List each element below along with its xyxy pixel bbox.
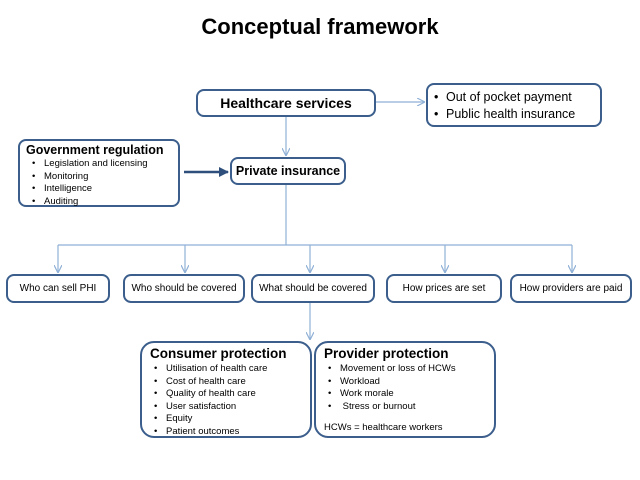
consumer-item: Utilisation of health care	[152, 363, 302, 376]
provider-item: Workload	[326, 376, 486, 389]
government-regulation-list: Legislation and licensing Monitoring Int…	[26, 158, 172, 208]
question-box-prices: How prices are set	[386, 274, 502, 303]
government-regulation-title: Government regulation	[26, 143, 164, 157]
consumer-protection-list: Utilisation of health care Cost of healt…	[150, 363, 302, 439]
question-box-what-covered: What should be covered	[251, 274, 375, 303]
page-title: Conceptual framework	[201, 14, 439, 39]
question-label: Who can sell PHI	[19, 283, 97, 294]
payment-box: Out of pocket payment Public health insu…	[426, 83, 602, 127]
payment-list: Out of pocket payment Public health insu…	[432, 89, 594, 123]
question-label: How prices are set	[402, 283, 486, 294]
provider-item: Stress or burnout	[326, 401, 486, 414]
consumer-item: User satisfaction	[152, 401, 302, 414]
provider-note: HCWs = healthcare workers	[324, 422, 443, 434]
consumer-item: Equity	[152, 413, 302, 426]
consumer-item: Patient outcomes	[152, 426, 302, 439]
private-insurance-box: Private insurance	[230, 157, 346, 185]
government-item: Monitoring	[30, 171, 172, 184]
question-box-providers-paid: How providers are paid	[510, 274, 632, 303]
question-label: Who should be covered	[131, 283, 237, 294]
provider-protection-box: Provider protection Movement or loss of …	[314, 341, 496, 438]
provider-protection-title: Provider protection	[324, 346, 449, 361]
question-box-who-covered: Who should be covered	[123, 274, 245, 303]
payment-item: Public health insurance	[432, 106, 594, 123]
question-label: How providers are paid	[519, 283, 623, 294]
provider-protection-list: Movement or loss of HCWs Workload Work m…	[324, 363, 486, 413]
government-item: Legislation and licensing	[30, 158, 172, 171]
government-item: Intelligence	[30, 183, 172, 196]
provider-item: Movement or loss of HCWs	[326, 363, 486, 376]
payment-item: Out of pocket payment	[432, 89, 594, 106]
question-label: What should be covered	[259, 283, 367, 294]
government-regulation-box: Government regulation Legislation and li…	[18, 139, 180, 208]
government-item: Auditing	[30, 196, 172, 209]
question-box-who-can-sell: Who can sell PHI	[6, 274, 110, 303]
consumer-item: Quality of health care	[152, 388, 302, 401]
healthcare-services-label: Healthcare services	[220, 95, 352, 111]
consumer-item: Cost of health care	[152, 376, 302, 389]
consumer-protection-title: Consumer protection	[150, 346, 287, 361]
provider-item: Work morale	[326, 388, 486, 401]
consumer-protection-box: Consumer protection Utilisation of healt…	[140, 341, 312, 438]
private-insurance-label: Private insurance	[235, 164, 341, 178]
healthcare-services-box: Healthcare services	[196, 89, 376, 117]
